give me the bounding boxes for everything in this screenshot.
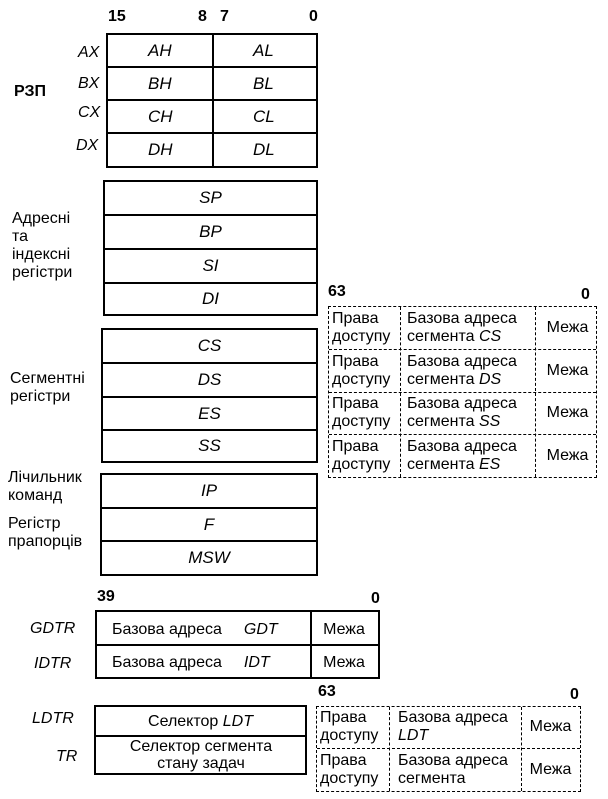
reg-sp: SP: [105, 182, 316, 216]
reg-di: DI: [202, 289, 219, 308]
sel-cache-base-tss: Базова адреса сегмента: [398, 752, 508, 787]
sel-cache-access-ldt: Права доступу: [320, 709, 379, 744]
reg-name-bx: BX: [78, 75, 100, 92]
reg-name-idtr: IDTR: [34, 655, 72, 672]
cache-limit-cs: Межа: [546, 319, 589, 336]
sel-cache-bit-0: 0: [570, 686, 579, 703]
gp-register-block: AH AL BH BL CH CL DH DL: [106, 33, 318, 168]
segment-group-label: Сегментні регістри: [10, 370, 85, 405]
idtr-limit: Межа: [323, 654, 365, 671]
cache-limit-ss: Межа: [546, 404, 589, 421]
reg-name-cx: CX: [78, 104, 101, 121]
bit-label-15: 15: [108, 8, 126, 25]
reg-al: AL: [253, 40, 274, 60]
bit-label-7: 7: [220, 8, 229, 25]
gdtr-limit: Межа: [323, 620, 365, 638]
control-register-block: IP F MSW: [100, 473, 318, 576]
instruction-counter-label: Лічильник команд: [8, 469, 82, 504]
reg-ss: SS: [198, 436, 221, 455]
sel-cache-bit-63: 63: [318, 683, 336, 700]
reg-name-dx: DX: [76, 137, 99, 154]
row-bx: BH BL: [108, 68, 316, 101]
reg-bh: BH: [148, 73, 172, 93]
reg-cl: CL: [253, 106, 275, 126]
index-group-label: Адресні та індексні регістри: [12, 210, 73, 281]
flags-register-label: Регістр прапорців: [8, 515, 83, 550]
reg-bp: BP: [105, 216, 316, 250]
sel-cache-access-tss: Права доступу: [320, 752, 379, 787]
reg-name-ax: AX: [78, 44, 100, 61]
row-cx: CH CL: [108, 101, 316, 134]
cache-limit-es: Межа: [546, 446, 589, 464]
sel-cache-limit-ldt: Межа: [529, 718, 572, 735]
reg-name-tr: TR: [56, 748, 78, 765]
tr-selector: Селектор сегмента стану задач: [129, 738, 273, 772]
cache-bit-0: 0: [581, 286, 590, 303]
reg-dh: DH: [148, 140, 173, 159]
cache-access-ss: Права доступу: [332, 395, 391, 430]
reg-ch: CH: [148, 106, 173, 126]
ldtr-selector: Селектор LDT: [148, 712, 253, 730]
row-ax: AH AL: [108, 35, 316, 68]
row-ldtr: [96, 707, 305, 737]
segment-descriptor-cache: [328, 306, 597, 478]
cache-base-cs: Базова адреса сегмента CS: [407, 310, 517, 345]
reg-si: SI: [105, 250, 316, 284]
row-dx: DH DL: [108, 134, 316, 166]
reg-ip: IP: [102, 475, 316, 509]
table-bit-39: 39: [97, 588, 115, 605]
segment-register-block: CS DS ES SS: [101, 328, 318, 463]
reg-ah: AH: [148, 40, 172, 60]
cache-limit-ds: Межа: [546, 361, 589, 379]
reg-msw: MSW: [188, 548, 230, 567]
cache-base-ds: Базова адреса сегмента DS: [407, 352, 517, 388]
cache-base-es: Базова адреса сегмента ES: [407, 437, 517, 473]
cache-access-es: Права доступу: [332, 437, 391, 473]
table-register-block: [95, 610, 380, 679]
gp-group-label: РЗП: [14, 83, 46, 100]
bit-label-0: 0: [309, 8, 318, 25]
selector-register-block: [94, 705, 307, 775]
reg-es: ES: [103, 398, 316, 431]
selector-descriptor-cache: [316, 706, 581, 792]
index-register-block: SP BP SI DI: [103, 180, 318, 316]
row-gdtr: [97, 612, 378, 646]
cache-access-ds: Права доступу: [332, 352, 391, 388]
reg-name-ldtr: LDTR: [32, 710, 74, 727]
cache-bit-63: 63: [328, 283, 346, 300]
sel-cache-limit-tss: Межа: [529, 761, 572, 778]
reg-ds: DS: [103, 364, 316, 398]
reg-f: F: [102, 509, 316, 542]
reg-bl: BL: [253, 73, 274, 93]
bit-label-8: 8: [198, 8, 207, 25]
table-bit-0: 0: [371, 590, 380, 607]
reg-name-gdtr: GDTR: [30, 620, 76, 637]
cache-base-ss: Базова адреса сегмента SS: [407, 395, 517, 430]
reg-cs: CS: [103, 330, 316, 364]
reg-dl: DL: [253, 140, 275, 159]
cache-access-cs: Права доступу: [332, 310, 391, 345]
